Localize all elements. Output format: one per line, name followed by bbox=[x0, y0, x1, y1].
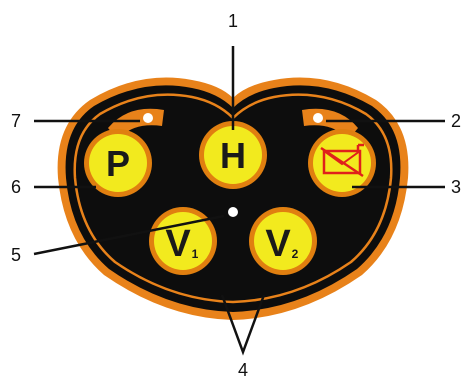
leader-lines bbox=[33, 46, 445, 356]
v1-button-subscript: 1 bbox=[192, 247, 199, 261]
leader-4 bbox=[220, 294, 266, 356]
v1-button[interactable]: V 1 bbox=[149, 207, 217, 275]
right-led bbox=[313, 113, 323, 123]
left-led bbox=[143, 113, 153, 123]
callout-1: 1 bbox=[228, 11, 238, 31]
callout-2: 2 bbox=[451, 111, 461, 131]
callout-4: 4 bbox=[238, 360, 248, 380]
h-button-label: H bbox=[220, 135, 246, 176]
center-led bbox=[228, 207, 238, 217]
crossed-out-envelope-icon bbox=[320, 143, 364, 178]
p-button-label: P bbox=[106, 143, 130, 184]
callout-3: 3 bbox=[451, 177, 461, 197]
signal-button[interactable] bbox=[308, 129, 376, 197]
callout-6: 6 bbox=[11, 177, 21, 197]
v2-button[interactable]: V 2 bbox=[249, 207, 317, 275]
callout-7: 7 bbox=[11, 111, 21, 131]
v1-button-label: V bbox=[165, 223, 191, 265]
v2-button-subscript: 2 bbox=[292, 247, 299, 261]
h-button[interactable]: H bbox=[199, 121, 267, 189]
p-button[interactable]: P bbox=[84, 129, 152, 197]
callout-5: 5 bbox=[11, 245, 21, 265]
panel-inner-rim bbox=[73, 93, 393, 304]
v2-button-label: V bbox=[265, 223, 291, 265]
leader-5 bbox=[33, 214, 225, 256]
